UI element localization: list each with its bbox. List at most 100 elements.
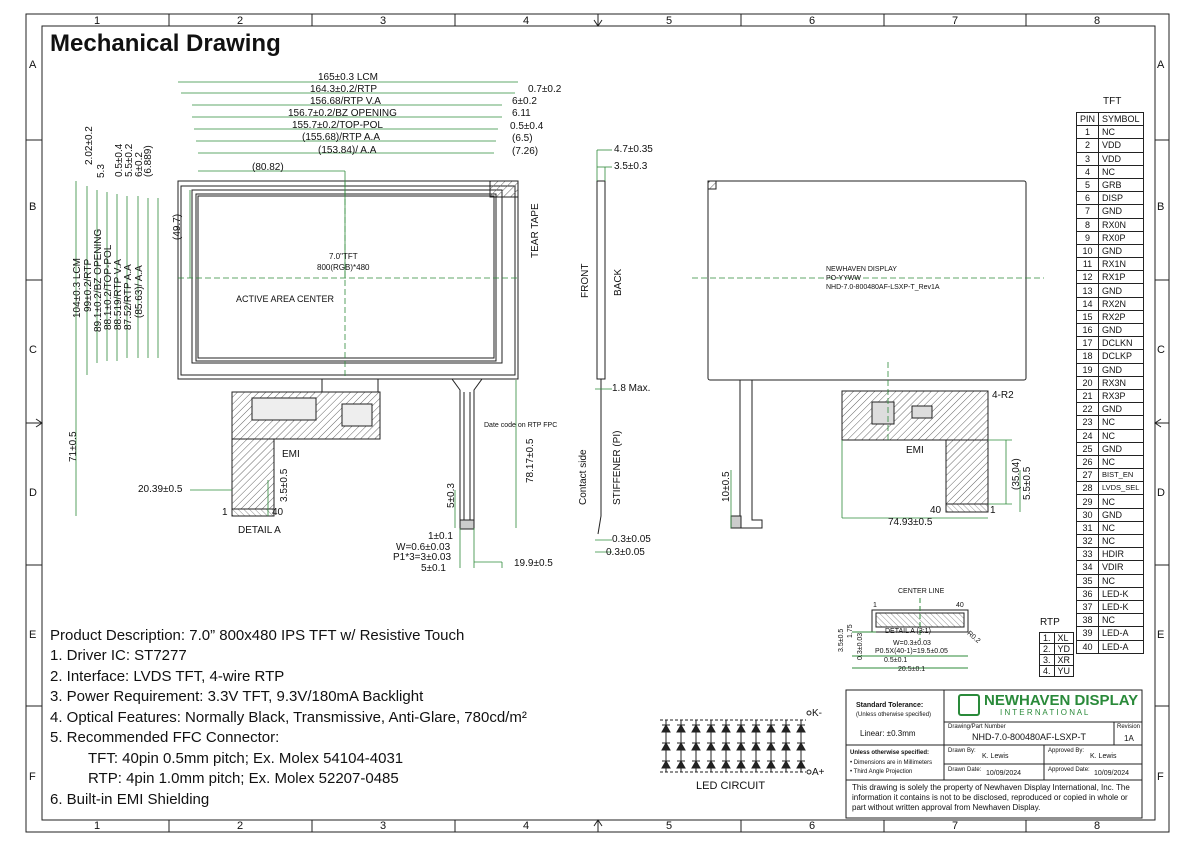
led-diode-icon [676, 759, 686, 769]
logo-subtitle: I N T E R N A T I O N A L [1000, 708, 1089, 717]
emi-label-back: EMI [906, 445, 924, 456]
led-diode-icon [796, 741, 806, 751]
dim-v6889: (6.889) [143, 145, 154, 177]
pin-number: 23 [1075, 415, 1100, 430]
pin-symbol: DCLKP [1098, 349, 1144, 364]
pin-symbol: GND [1098, 441, 1144, 456]
pin-number: 6 [1075, 191, 1100, 206]
approved-date-label: Approved Date: [1048, 767, 1090, 773]
pin-number: 13 [1075, 283, 1100, 298]
led-diode-icon [706, 723, 716, 733]
logo-wordmark: NEWHAVEN DISPLAY [984, 692, 1139, 709]
detail-a-title: DETAIL A (3:1) [885, 628, 931, 635]
led-diode-icon [691, 723, 701, 733]
dim-rtp-width: 164.3±0.2/RTP [310, 84, 378, 95]
pin-symbol: GND [1098, 204, 1144, 219]
approved-by-label: Approved By: [1048, 748, 1085, 754]
dim-rtp-va: 156.68/RTP V.A [310, 96, 381, 107]
grid-row-label-right: E [1157, 629, 1165, 641]
dim-top-pol: 155.7±0.2/TOP-POL [292, 120, 383, 131]
projection-note: • Third Angle Projection [850, 769, 913, 775]
grid-row-label-right: B [1157, 201, 1165, 213]
column-header-symbol: SYMBOL [1098, 111, 1144, 127]
pin40-label-back: 40 [930, 505, 942, 516]
emi-label-front: EMI [282, 449, 300, 460]
dim-8082: (80.82) [252, 162, 284, 173]
led-diode-icon [706, 741, 716, 751]
tolerance-linear: Linear: ±0.3mm [860, 729, 916, 738]
led-diode-icon [736, 723, 746, 733]
pin-symbol: RX2P [1098, 309, 1144, 325]
led-diode-icon [766, 759, 776, 769]
pin-number: 33 [1075, 547, 1100, 562]
grid-col-label-bottom: 1 [94, 820, 101, 832]
pin-symbol: GRB [1098, 177, 1144, 193]
led-diode-icon [676, 723, 686, 733]
pin-symbol: GND [1098, 402, 1144, 417]
logo-mark-icon [958, 694, 980, 716]
grid-row-label-right: C [1157, 344, 1165, 356]
pin-number: 3 [1075, 151, 1100, 166]
pin-number: 31 [1075, 520, 1100, 536]
pin-number: 16 [1075, 322, 1100, 338]
pin-symbol: GND [1098, 283, 1144, 298]
detail-width: W=0.3±0.03 [893, 640, 931, 647]
rtp-pin-symbol: YD [1053, 643, 1075, 655]
spec-interface: 2. Interface: LVDS TFT, 4-wire RTP [50, 668, 285, 685]
rtp-pin-number: 4. [1039, 665, 1055, 677]
grid-row-label-left: F [29, 771, 36, 783]
pin-number: 17 [1075, 336, 1100, 351]
pin-number: 9 [1075, 230, 1100, 245]
corner-radius: 4-R2 [992, 390, 1014, 401]
detail-dim-205: 20.5±0.1 [898, 666, 926, 673]
pin-number: 11 [1075, 257, 1100, 272]
pin-number: 10 [1075, 243, 1100, 259]
pin-number: 4 [1075, 164, 1100, 179]
pin-symbol: LED-K [1098, 586, 1144, 601]
grid-row-label-left: A [29, 59, 37, 71]
spec-power: 3. Power Requirement: 3.3V TFT, 9.3V/180… [50, 688, 424, 705]
back-label-brand: NEWHAVEN DISPLAY [826, 266, 897, 273]
grid-col-label-bottom: 7 [952, 820, 959, 832]
pin-number: 32 [1075, 533, 1100, 549]
pin-number: 8 [1075, 217, 1100, 232]
pin-symbol: HDIR [1098, 547, 1144, 562]
dim-h-aa: (85.63)/ A.A [134, 265, 145, 318]
led-diode-icon [676, 741, 686, 751]
dim-10: 10±0.5 [721, 471, 732, 502]
revision-value: 1A [1124, 734, 1134, 743]
pin-number: 15 [1075, 309, 1100, 325]
pin-number: 7 [1075, 204, 1100, 219]
dim-5: 5±0.3 [446, 483, 457, 508]
dim-7817: 78.17±0.5 [525, 438, 536, 483]
tft-resolution-label: 800(RGB)*480 [317, 263, 370, 272]
spec-emi: 6. Built-in EMI Shielding [50, 791, 210, 808]
grid-row-label-right: D [1157, 487, 1165, 499]
dim-p1: P1*3=3±0.03 [393, 552, 452, 563]
pin-number: 26 [1075, 454, 1100, 470]
tolerance-title: Standard Tolerance: [856, 702, 924, 709]
pin-number: 12 [1075, 270, 1100, 285]
rtp-pin-number: 2. [1039, 643, 1055, 655]
table-row: 3.XR [1039, 654, 1075, 666]
table-header-row: PIN SYMBOL [1075, 111, 1144, 127]
grid-row-label-right: A [1157, 59, 1165, 71]
grid-col-label-top: 2 [237, 15, 244, 27]
rtp-table-title: RTP [1040, 617, 1060, 628]
grid-row-label-left: D [29, 487, 37, 499]
pin-symbol: NC [1098, 520, 1144, 536]
center-line-label: CENTER LINE [898, 588, 945, 595]
